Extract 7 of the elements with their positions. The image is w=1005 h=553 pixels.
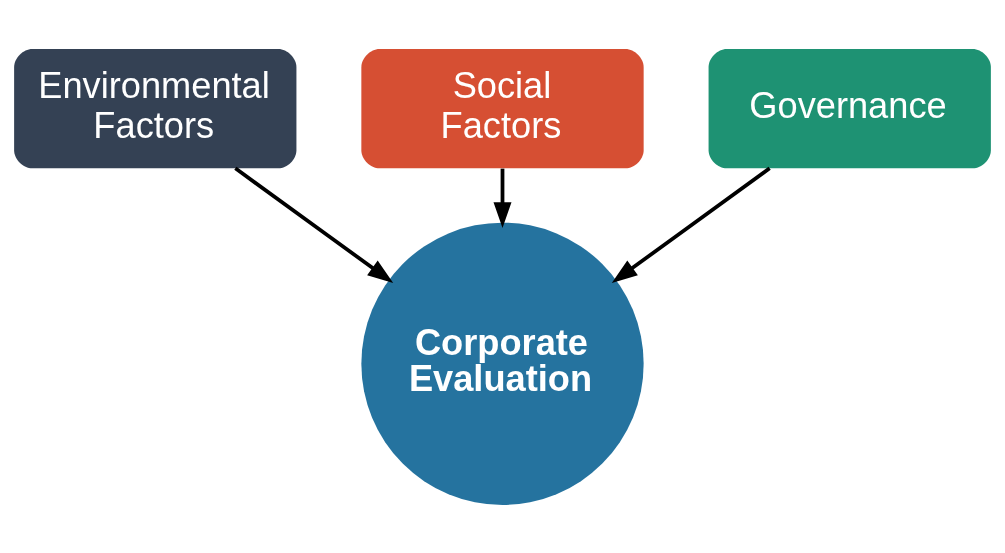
node-box: Environmental Factors bbox=[14, 48, 297, 168]
node-box: Social Factors bbox=[361, 48, 644, 168]
node-circle: Corporate Evaluation bbox=[361, 222, 644, 505]
arrow bbox=[234, 166, 394, 283]
arrow bbox=[493, 168, 512, 228]
node-box: Governance bbox=[708, 48, 991, 168]
arrow bbox=[611, 166, 771, 283]
